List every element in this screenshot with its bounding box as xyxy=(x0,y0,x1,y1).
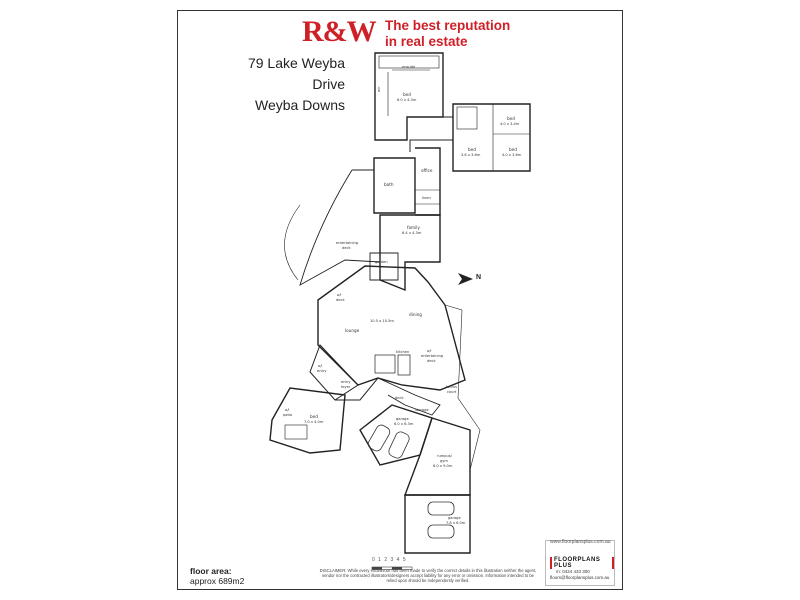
room-size: 4.0 x 3.4m xyxy=(500,122,520,126)
room-label: linen xyxy=(422,196,431,200)
room-label: rumpus/ xyxy=(437,454,453,458)
room-label: gym xyxy=(440,459,448,463)
north-arrow-icon xyxy=(458,273,473,285)
room-label: foyer xyxy=(341,385,351,389)
room-label: court xyxy=(447,390,457,394)
room-label: tennis xyxy=(446,385,457,389)
room-label: deck xyxy=(342,246,351,250)
disclaimer-text: DISCLAIMER: While every endeavour has be… xyxy=(319,568,537,583)
floorplans-plus-logo: FLOORPLANS PLUS xyxy=(550,557,614,569)
north-label: N xyxy=(476,274,482,281)
floorplans-plus-website: www.floorplansplus.com.au xyxy=(550,539,611,545)
rw-logo: R&W xyxy=(302,15,377,48)
guest-wing-walls xyxy=(269,387,346,454)
cars xyxy=(367,424,455,539)
floorplans-plus-email: floors@floorplansplus.com.au xyxy=(550,575,610,580)
room-label: deck xyxy=(427,359,436,363)
car-icon xyxy=(388,431,410,459)
east-wing-walls xyxy=(452,103,531,172)
car-icon xyxy=(427,501,455,516)
room-label: entertaining xyxy=(336,241,358,245)
address-line1: 79 Lake Weyba Drive xyxy=(247,55,345,92)
garage2-walls xyxy=(404,494,471,554)
room-label: o/l xyxy=(318,364,322,368)
floor-area-value: approx 689m2 xyxy=(190,576,245,586)
room-label: o/l xyxy=(337,293,341,297)
room-size: 4.0 x 3.6m xyxy=(502,153,522,157)
tagline-line1: The best reputation xyxy=(385,18,511,33)
room-size: 3.6 x 3.6m xyxy=(461,153,481,157)
property-address: 79 Lake Weyba Drive Weyba Downs xyxy=(215,53,345,116)
room-label: bed xyxy=(310,414,318,419)
room-label: entertaining xyxy=(421,354,443,358)
room-label: patio xyxy=(283,413,292,417)
room-label: bath xyxy=(384,182,394,187)
brand-tagline: The best reputation in real estate xyxy=(385,18,510,50)
bath-block-walls xyxy=(373,157,416,214)
room-label: entry xyxy=(317,369,327,373)
room-label: deck xyxy=(395,396,404,400)
floorplans-plus-phone: m: 0424 433 300 xyxy=(556,569,590,574)
room-label: family xyxy=(407,225,420,230)
room-size: 7.0 x 4.0m xyxy=(304,420,324,424)
walls xyxy=(269,52,531,554)
address-line2: Weyba Downs xyxy=(254,97,345,113)
floorplan-frame xyxy=(177,10,623,590)
room-size: 6.4 x 4.3m xyxy=(402,231,422,235)
scale-text: 0 1 2 3 4 5 xyxy=(372,557,407,563)
room-label: entry xyxy=(341,380,351,384)
room-label: ensuite xyxy=(402,65,416,69)
floorplans-plus-box: FLOORPLANS PLUS m: 0424 433 300 floors@f… xyxy=(545,540,615,586)
room-label: kitchen xyxy=(396,350,409,354)
floor-area: floor area: approx 689m2 xyxy=(190,566,244,586)
room-label: office xyxy=(421,168,433,173)
room-size: 6.0 x 4.3m xyxy=(397,98,417,102)
room-label: bed xyxy=(403,92,411,97)
floor-area-label: floor area: xyxy=(190,566,232,576)
room-size: 10.5 x 10.5m xyxy=(370,319,394,323)
room-label: bed xyxy=(468,147,476,152)
room-label: garden xyxy=(375,260,388,264)
room-label: o/l xyxy=(427,349,431,353)
car-icon xyxy=(367,424,391,452)
entertaining-deck-walls xyxy=(299,169,381,286)
room-label: garage xyxy=(396,417,409,421)
room-size: 7.8 x 6.0m xyxy=(446,521,466,525)
tagline-line2: in real estate xyxy=(385,34,468,49)
room-label: dining xyxy=(409,312,422,317)
room-label: storage xyxy=(415,408,429,412)
room-label: bed xyxy=(509,147,517,152)
room-label: lounge xyxy=(345,328,360,333)
room-labels: ensuite wir bed 6.0 x 4.3m bed 4.0 x 3.4… xyxy=(283,65,522,525)
room-label: deck xyxy=(336,298,345,302)
car-icon xyxy=(427,524,455,539)
scale-bar xyxy=(371,566,413,570)
room-size: 6.0 x 9.0m xyxy=(433,464,453,468)
room-label: wir xyxy=(377,86,381,92)
room-label: o/l xyxy=(285,408,289,412)
room-label: bed xyxy=(507,116,515,121)
room-label: garage xyxy=(448,516,461,520)
room-size: 6.0 x 6.3m xyxy=(394,422,414,426)
